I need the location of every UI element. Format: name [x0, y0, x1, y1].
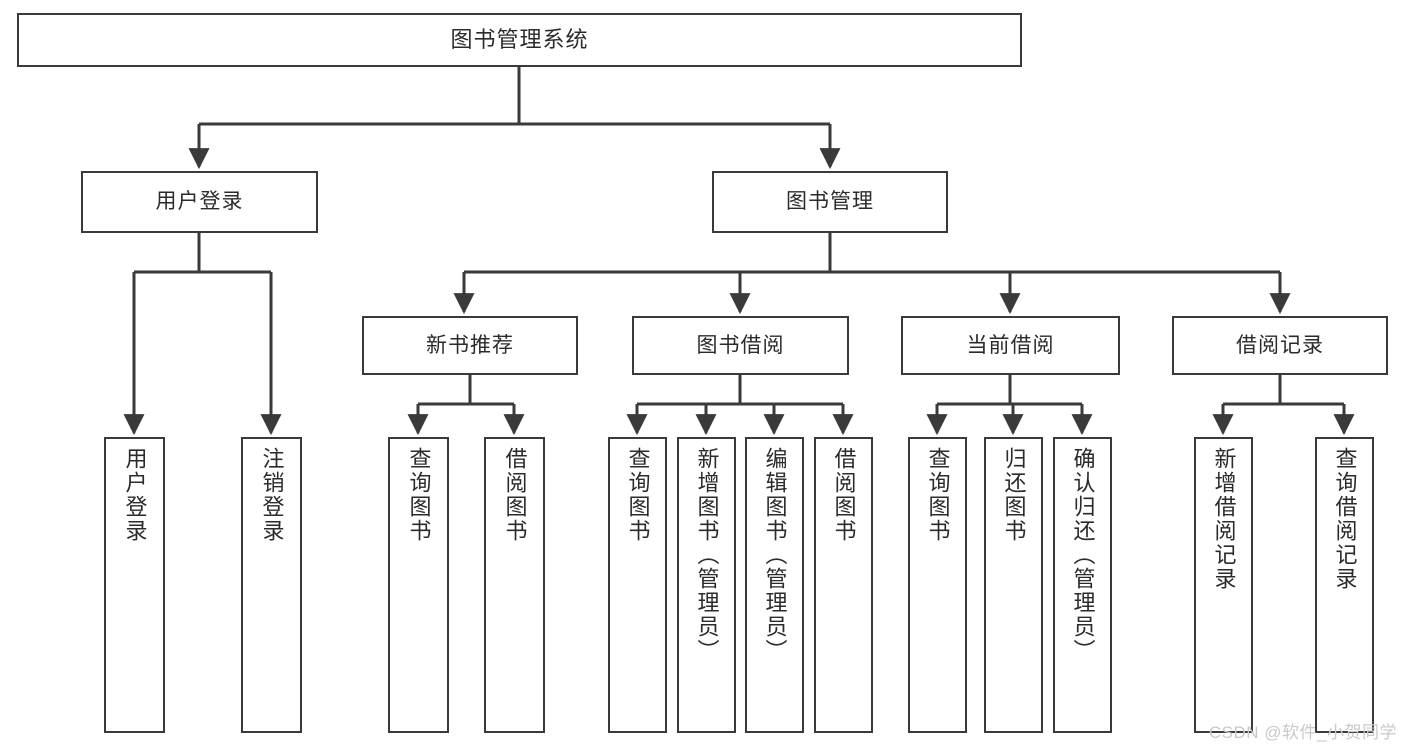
csdn-watermark: CSDN @软件_小贺同学	[1208, 723, 1397, 742]
node-leaf-recommend-query[interactable]: 查询图书	[388, 437, 449, 733]
node-leaf-record-add-label: 新增借阅记录	[1211, 447, 1237, 591]
node-leaf-borrow-query[interactable]: 查询图书	[608, 437, 667, 733]
node-book-manage-label: 图书管理	[786, 190, 874, 214]
node-current-borrow-label: 当前借阅	[966, 333, 1055, 357]
node-leaf-record-query-label: 查询借阅记录	[1332, 447, 1358, 591]
node-new-book-recommend[interactable]: 新书推荐	[362, 316, 578, 375]
node-leaf-borrow-add[interactable]: 新增图书（管理员）	[677, 437, 736, 733]
node-leaf-user-login[interactable]: 用户登录	[104, 437, 165, 733]
node-book-borrow[interactable]: 图书借阅	[632, 316, 849, 375]
node-leaf-record-query[interactable]: 查询借阅记录	[1315, 437, 1374, 733]
node-root[interactable]: 图书管理系统	[17, 13, 1022, 67]
node-leaf-current-query-label: 查询图书	[925, 447, 951, 543]
node-root-label: 图书管理系统	[450, 26, 589, 52]
node-borrow-record-label: 借阅记录	[1236, 333, 1324, 357]
node-leaf-record-add[interactable]: 新增借阅记录	[1194, 437, 1253, 733]
node-leaf-current-return[interactable]: 归还图书	[984, 437, 1043, 733]
node-leaf-borrow-edit[interactable]: 编辑图书（管理员）	[745, 437, 804, 733]
node-leaf-borrow-lend[interactable]: 借阅图书	[814, 437, 873, 733]
node-new-book-recommend-label: 新书推荐	[426, 333, 514, 357]
node-leaf-recommend-borrow[interactable]: 借阅图书	[484, 437, 545, 733]
node-borrow-record[interactable]: 借阅记录	[1172, 316, 1388, 375]
node-leaf-user-logout[interactable]: 注销登录	[241, 437, 302, 733]
node-leaf-borrow-add-label: 新增图书（管理员）	[694, 447, 720, 663]
node-leaf-current-return-label: 归还图书	[1001, 447, 1027, 543]
node-leaf-current-query[interactable]: 查询图书	[908, 437, 967, 733]
node-leaf-current-confirm[interactable]: 确认归还（管理员）	[1053, 437, 1112, 733]
node-leaf-recommend-borrow-label: 借阅图书	[502, 447, 528, 543]
node-book-manage[interactable]: 图书管理	[712, 171, 948, 233]
node-user-login[interactable]: 用户登录	[81, 171, 318, 233]
node-leaf-borrow-edit-label: 编辑图书（管理员）	[762, 447, 788, 663]
node-user-login-label: 用户登录	[155, 190, 244, 214]
node-leaf-current-confirm-label: 确认归还（管理员）	[1070, 447, 1096, 663]
node-leaf-borrow-lend-label: 借阅图书	[831, 447, 857, 543]
node-leaf-recommend-query-label: 查询图书	[406, 447, 432, 543]
node-leaf-user-login-label: 用户登录	[122, 447, 148, 543]
node-leaf-user-logout-label: 注销登录	[259, 447, 285, 543]
node-current-borrow[interactable]: 当前借阅	[901, 316, 1120, 375]
node-book-borrow-label: 图书借阅	[696, 333, 785, 357]
node-leaf-borrow-query-label: 查询图书	[625, 447, 651, 543]
